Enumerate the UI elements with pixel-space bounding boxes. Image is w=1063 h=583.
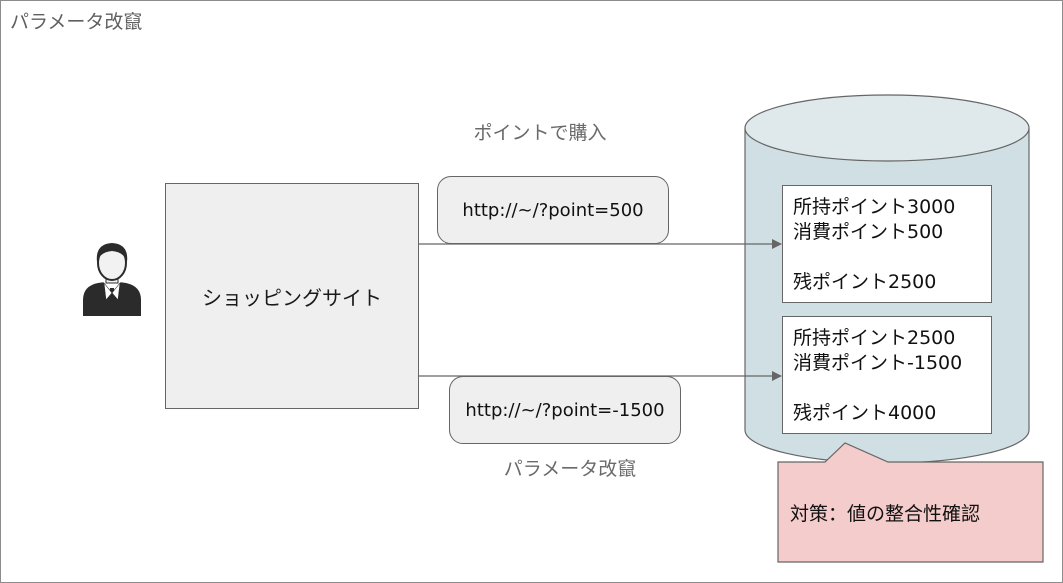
countermeasure-text: 対策：値の整合性確認 (790, 502, 981, 525)
record-remaining-points: 残ポイント4000 (793, 402, 937, 424)
shopping-site-box: ショッピングサイト (165, 183, 419, 409)
shopping-site-label: ショッピングサイト (202, 285, 382, 310)
record-spent-points: 消費ポイント-1500 (793, 352, 963, 374)
db-record-legit: 所持ポイント3000 消費ポイント500 残ポイント2500 (782, 185, 992, 303)
request-bubble-top: http://~/?point=500 (437, 176, 669, 244)
flow-caption-top: ポイントで購入 (473, 122, 607, 144)
record-spent-points: 消費ポイント500 (793, 221, 944, 243)
db-record-tampered: 所持ポイント2500 消費ポイント-1500 残ポイント4000 (782, 316, 992, 434)
record-remaining-points: 残ポイント2500 (793, 271, 937, 293)
frame-title: パラメータ改竄 (10, 11, 143, 33)
record-held-points: 所持ポイント3000 (793, 196, 956, 218)
flow-caption-bottom: パラメータ改竄 (503, 458, 637, 480)
record-held-points: 所持ポイント2500 (793, 327, 956, 349)
callout-shape (777, 442, 1044, 563)
countermeasure-callout: 対策：値の整合性確認 (778, 462, 1043, 562)
request-bubble-bottom: http://~/?point=-1500 (449, 376, 681, 444)
businessman-icon (83, 243, 141, 316)
